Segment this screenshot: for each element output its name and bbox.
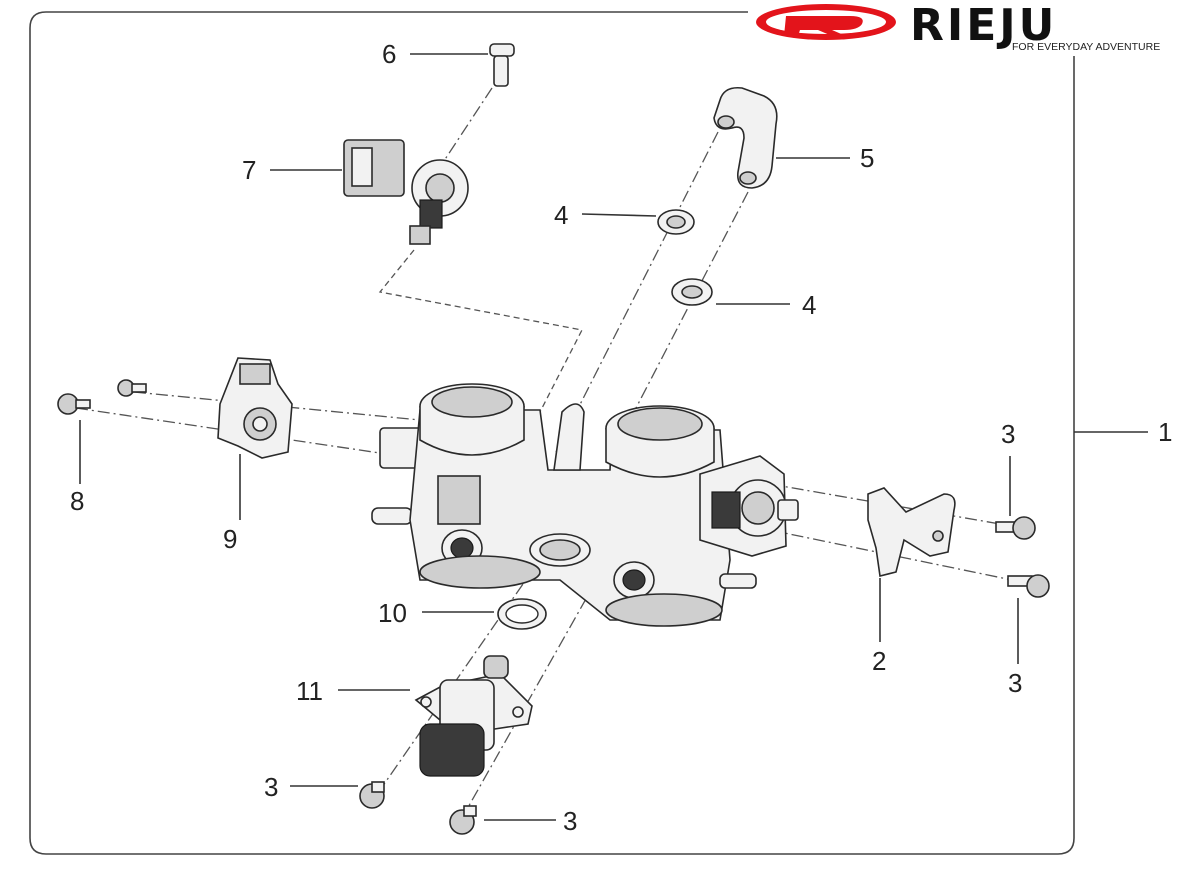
part-o-ring-10 [497,598,547,630]
part-screw-3a [995,516,1036,540]
part-clip-4a [657,209,695,235]
part-bolt-6 [489,43,515,87]
assembly-frame [29,11,1075,855]
brand-tagline: FOR EVERYDAY ADVENTURE [1012,41,1160,53]
callout-3b: 3 [1008,668,1022,698]
callout-2: 2 [872,646,886,676]
part-hose-5 [713,86,778,189]
callout-11: 11 [296,676,323,706]
callout-7: 7 [242,155,256,185]
part-bracket-2 [867,487,956,577]
callout-5: 5 [860,143,874,173]
brand-logo: RIEJU FOR EVERYDAY ADVENTURE [756,0,1160,53]
part-clip-4b [671,278,713,306]
part-screw-3d [449,805,477,835]
callout-9: 9 [223,524,237,554]
callout-labels: 6 7 5 4 4 1 3 8 9 10 2 3 11 3 3 [70,39,1172,836]
part-screw-8a [117,379,147,397]
callout-4b: 4 [802,290,816,320]
callout-3c: 3 [264,772,278,802]
callout-3a: 3 [1001,419,1015,449]
part-screw-3b [1007,574,1050,598]
callout-4a: 4 [554,200,568,230]
leader-lines [79,53,1148,821]
part-screw-3c [359,781,385,809]
callout-1: 1 [1158,417,1172,447]
callout-10: 10 [378,598,407,628]
callout-6: 6 [382,39,396,69]
brand-name: RIEJU [910,0,1057,51]
callout-8: 8 [70,486,84,516]
part-valve-11 [414,655,533,777]
callout-3d: 3 [563,806,577,836]
part-sensor-9 [217,357,293,459]
part-sensor-7 [343,139,469,245]
part-screw-8b [57,393,91,415]
part-throttle-body [371,383,799,627]
